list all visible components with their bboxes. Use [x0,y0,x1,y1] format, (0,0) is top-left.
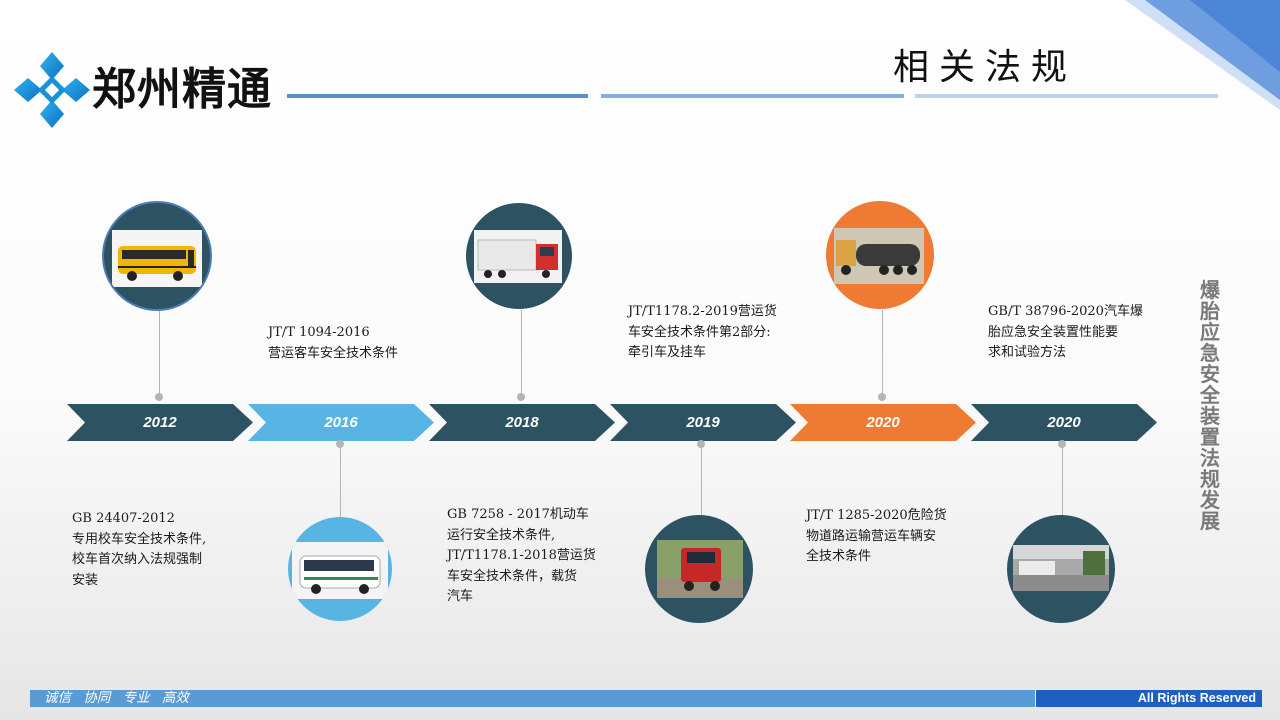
footer-rights: All Rights Reserved [1137,691,1256,705]
header-divider [915,94,1218,98]
header-divider [287,94,588,98]
regulation-note-2012: GB 24407-2012 专用校车安全技术条件, 校车首次纳入法规强制 安装 [72,511,207,588]
regulation-note-2018: GB 7258 - 2017机动车 运行安全技术条件, JT/T1178.1-2… [447,507,596,604]
connector-line [159,300,160,396]
photo-circle-2016 [288,517,392,621]
connector-line [340,446,341,518]
year-label: 2018 [505,414,539,431]
year-label: 2016 [324,414,358,431]
page-title: 相关法规 [893,47,1078,88]
school-bus-photo [112,230,202,287]
connector-line [701,446,702,518]
year-label: 2020 [866,414,900,431]
connector-line [521,310,522,396]
connector-dot [878,393,886,401]
connector-line [882,310,883,396]
year-label: 2012 [143,414,177,431]
vertical-section-title: 爆胎应急安全装置法规发展 [1200,278,1220,533]
connector-line [1062,446,1063,518]
connector-dot [697,440,705,448]
photo-circle-2018 [466,203,572,309]
timeline-chevron [248,404,434,441]
box-truck-photo [474,230,562,283]
connector-dot [336,440,344,448]
regulation-note-2019: JT/T1178.2-2019营运货 车安全技术条件第2部分: 牵引车及挂车 [628,304,777,360]
header-divider [601,94,904,98]
photo-circle-2020-orange [826,201,934,309]
tractor-truck-photo [657,540,743,598]
connector-dot [155,393,163,401]
year-label: 2019 [686,414,720,431]
footer-bar [30,690,1035,707]
regulation-note-2020b: GB/T 38796-2020汽车爆 胎应急安全装置性能要 求和试验方法 [988,304,1143,360]
footer-slogan: 诚信 协同 专业 高效 [44,690,189,706]
logo-mark [14,52,90,128]
connector-dot [1058,440,1066,448]
photo-circle-2019 [645,515,753,623]
footer-rights-bar [1036,690,1262,707]
photo-circle-2020 [1007,515,1115,623]
test-site-photo [1013,545,1109,591]
coach-bus-photo [292,542,388,599]
connector-dot [517,393,525,401]
tanker-truck-photo [834,228,924,284]
brand-name: 郑州精通 [92,64,272,115]
year-label: 2020 [1047,414,1081,431]
timeline-chevron [610,404,796,441]
timeline-chevron [790,404,976,441]
regulation-note-2016: JT/T 1094-2016 营运客车安全技术条件 [268,325,399,361]
regulation-note-2020a: JT/T 1285-2020危险货 物道路运输营运车辆安 全技术条件 [806,508,947,564]
photo-circle-2012 [104,203,210,309]
timeline-chevron [67,404,253,441]
corner-decoration [1125,0,1280,110]
timeline-chevron [971,404,1157,441]
timeline-chevron [429,404,615,441]
